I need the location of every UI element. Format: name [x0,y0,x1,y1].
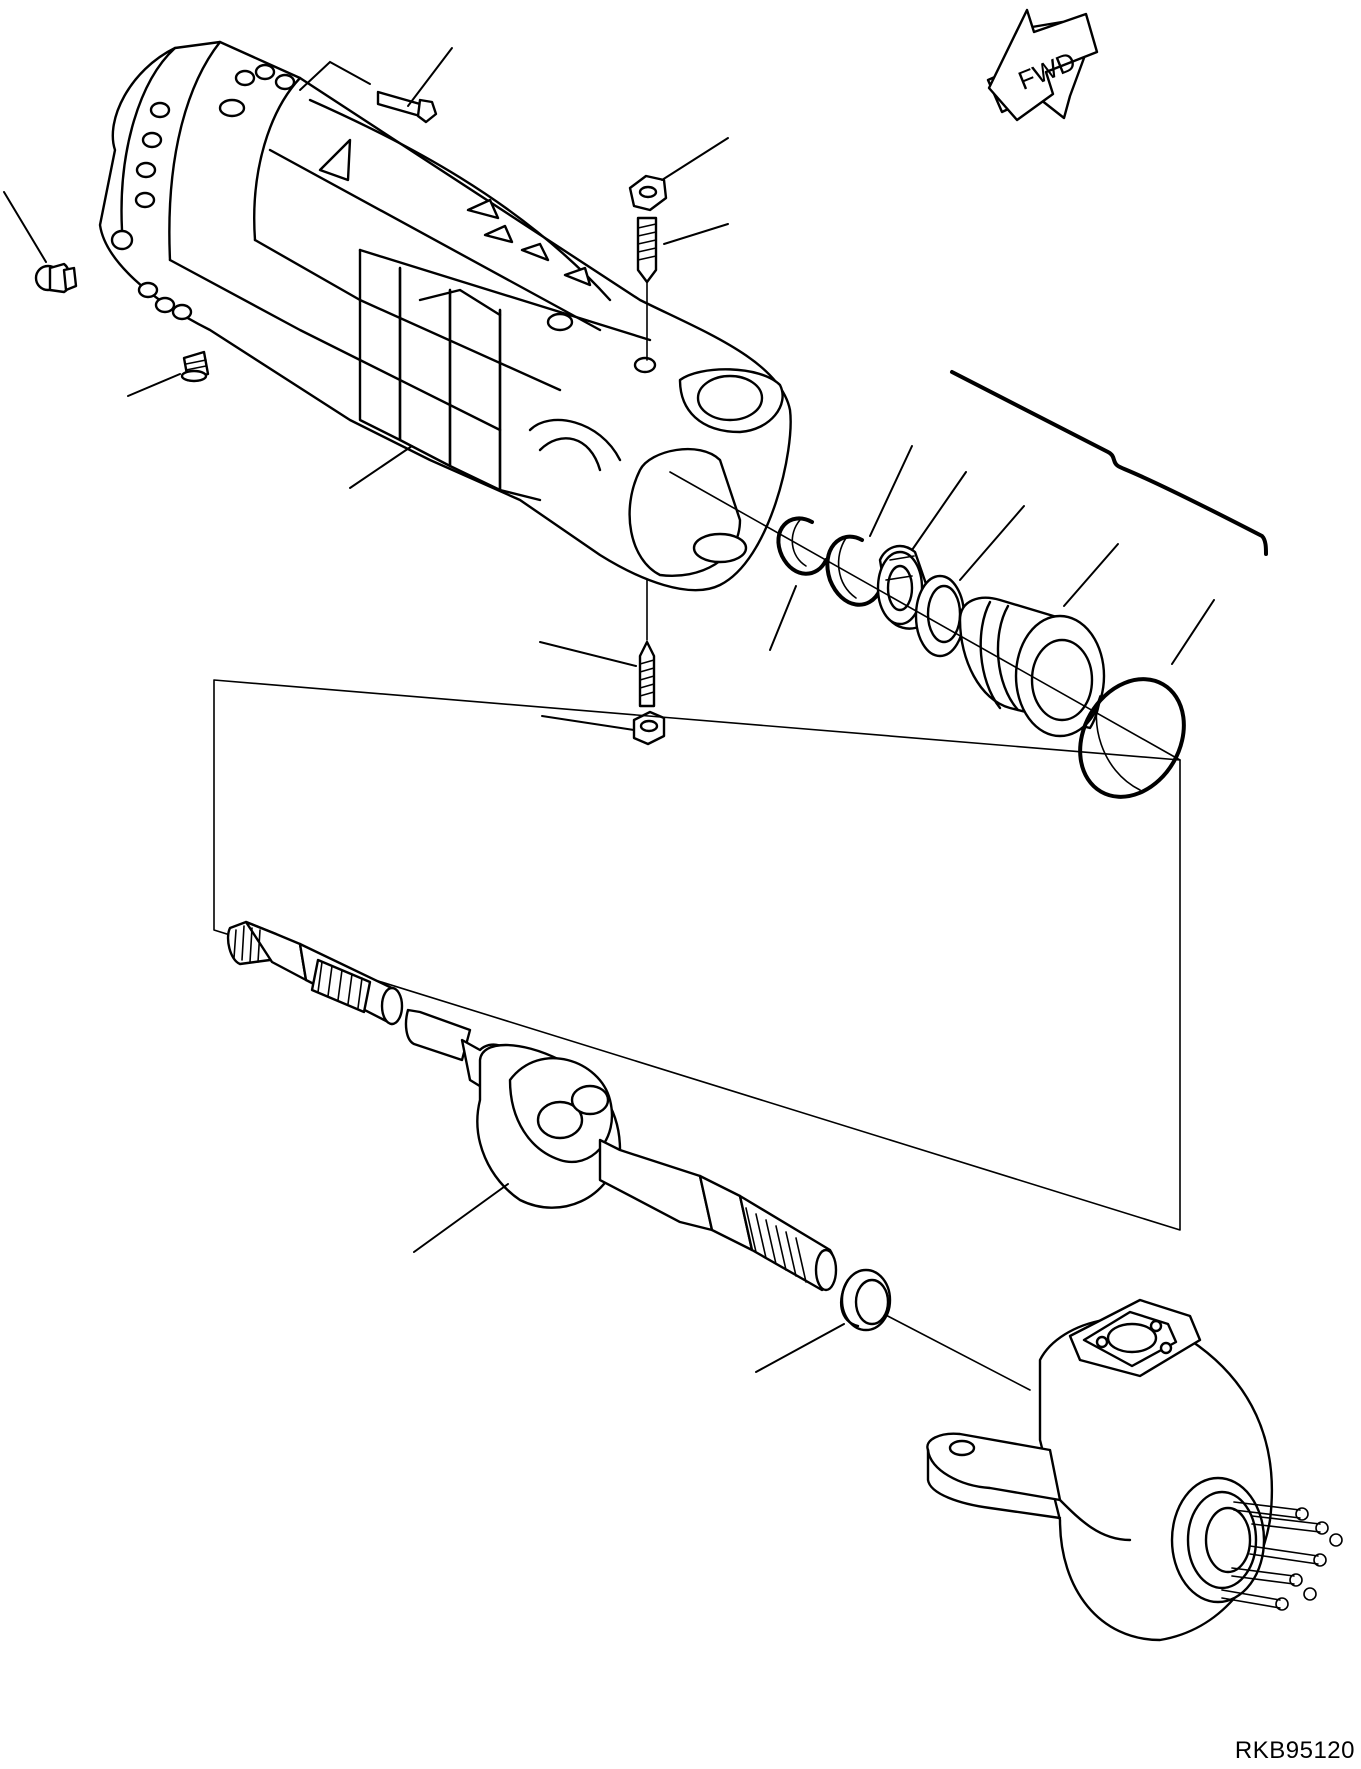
upper-stud [636,216,658,284]
bolt [376,90,438,124]
upper-nut [628,174,668,212]
steering-knuckle [926,1298,1343,1642]
drawing-number: RKB95120 [1234,1737,1355,1764]
axle-housing [98,40,792,592]
fwd-arrow-icon: FWD [986,8,1099,122]
snap-ring [776,516,828,576]
dust-seal [840,1268,892,1332]
lower-stud [638,640,656,708]
kit-bracket [950,370,1268,556]
universal-joint-shaft [404,1008,838,1292]
o-ring [1078,677,1186,799]
inner-axle-shaft [226,920,404,1026]
fill-plug [180,350,210,383]
lower-nut [632,710,666,746]
seal-ring [914,574,966,658]
drain-plug [34,262,78,294]
bushing [958,596,1106,738]
assembly-reference-lines [213,471,1181,1391]
retaining-ring [825,534,882,607]
